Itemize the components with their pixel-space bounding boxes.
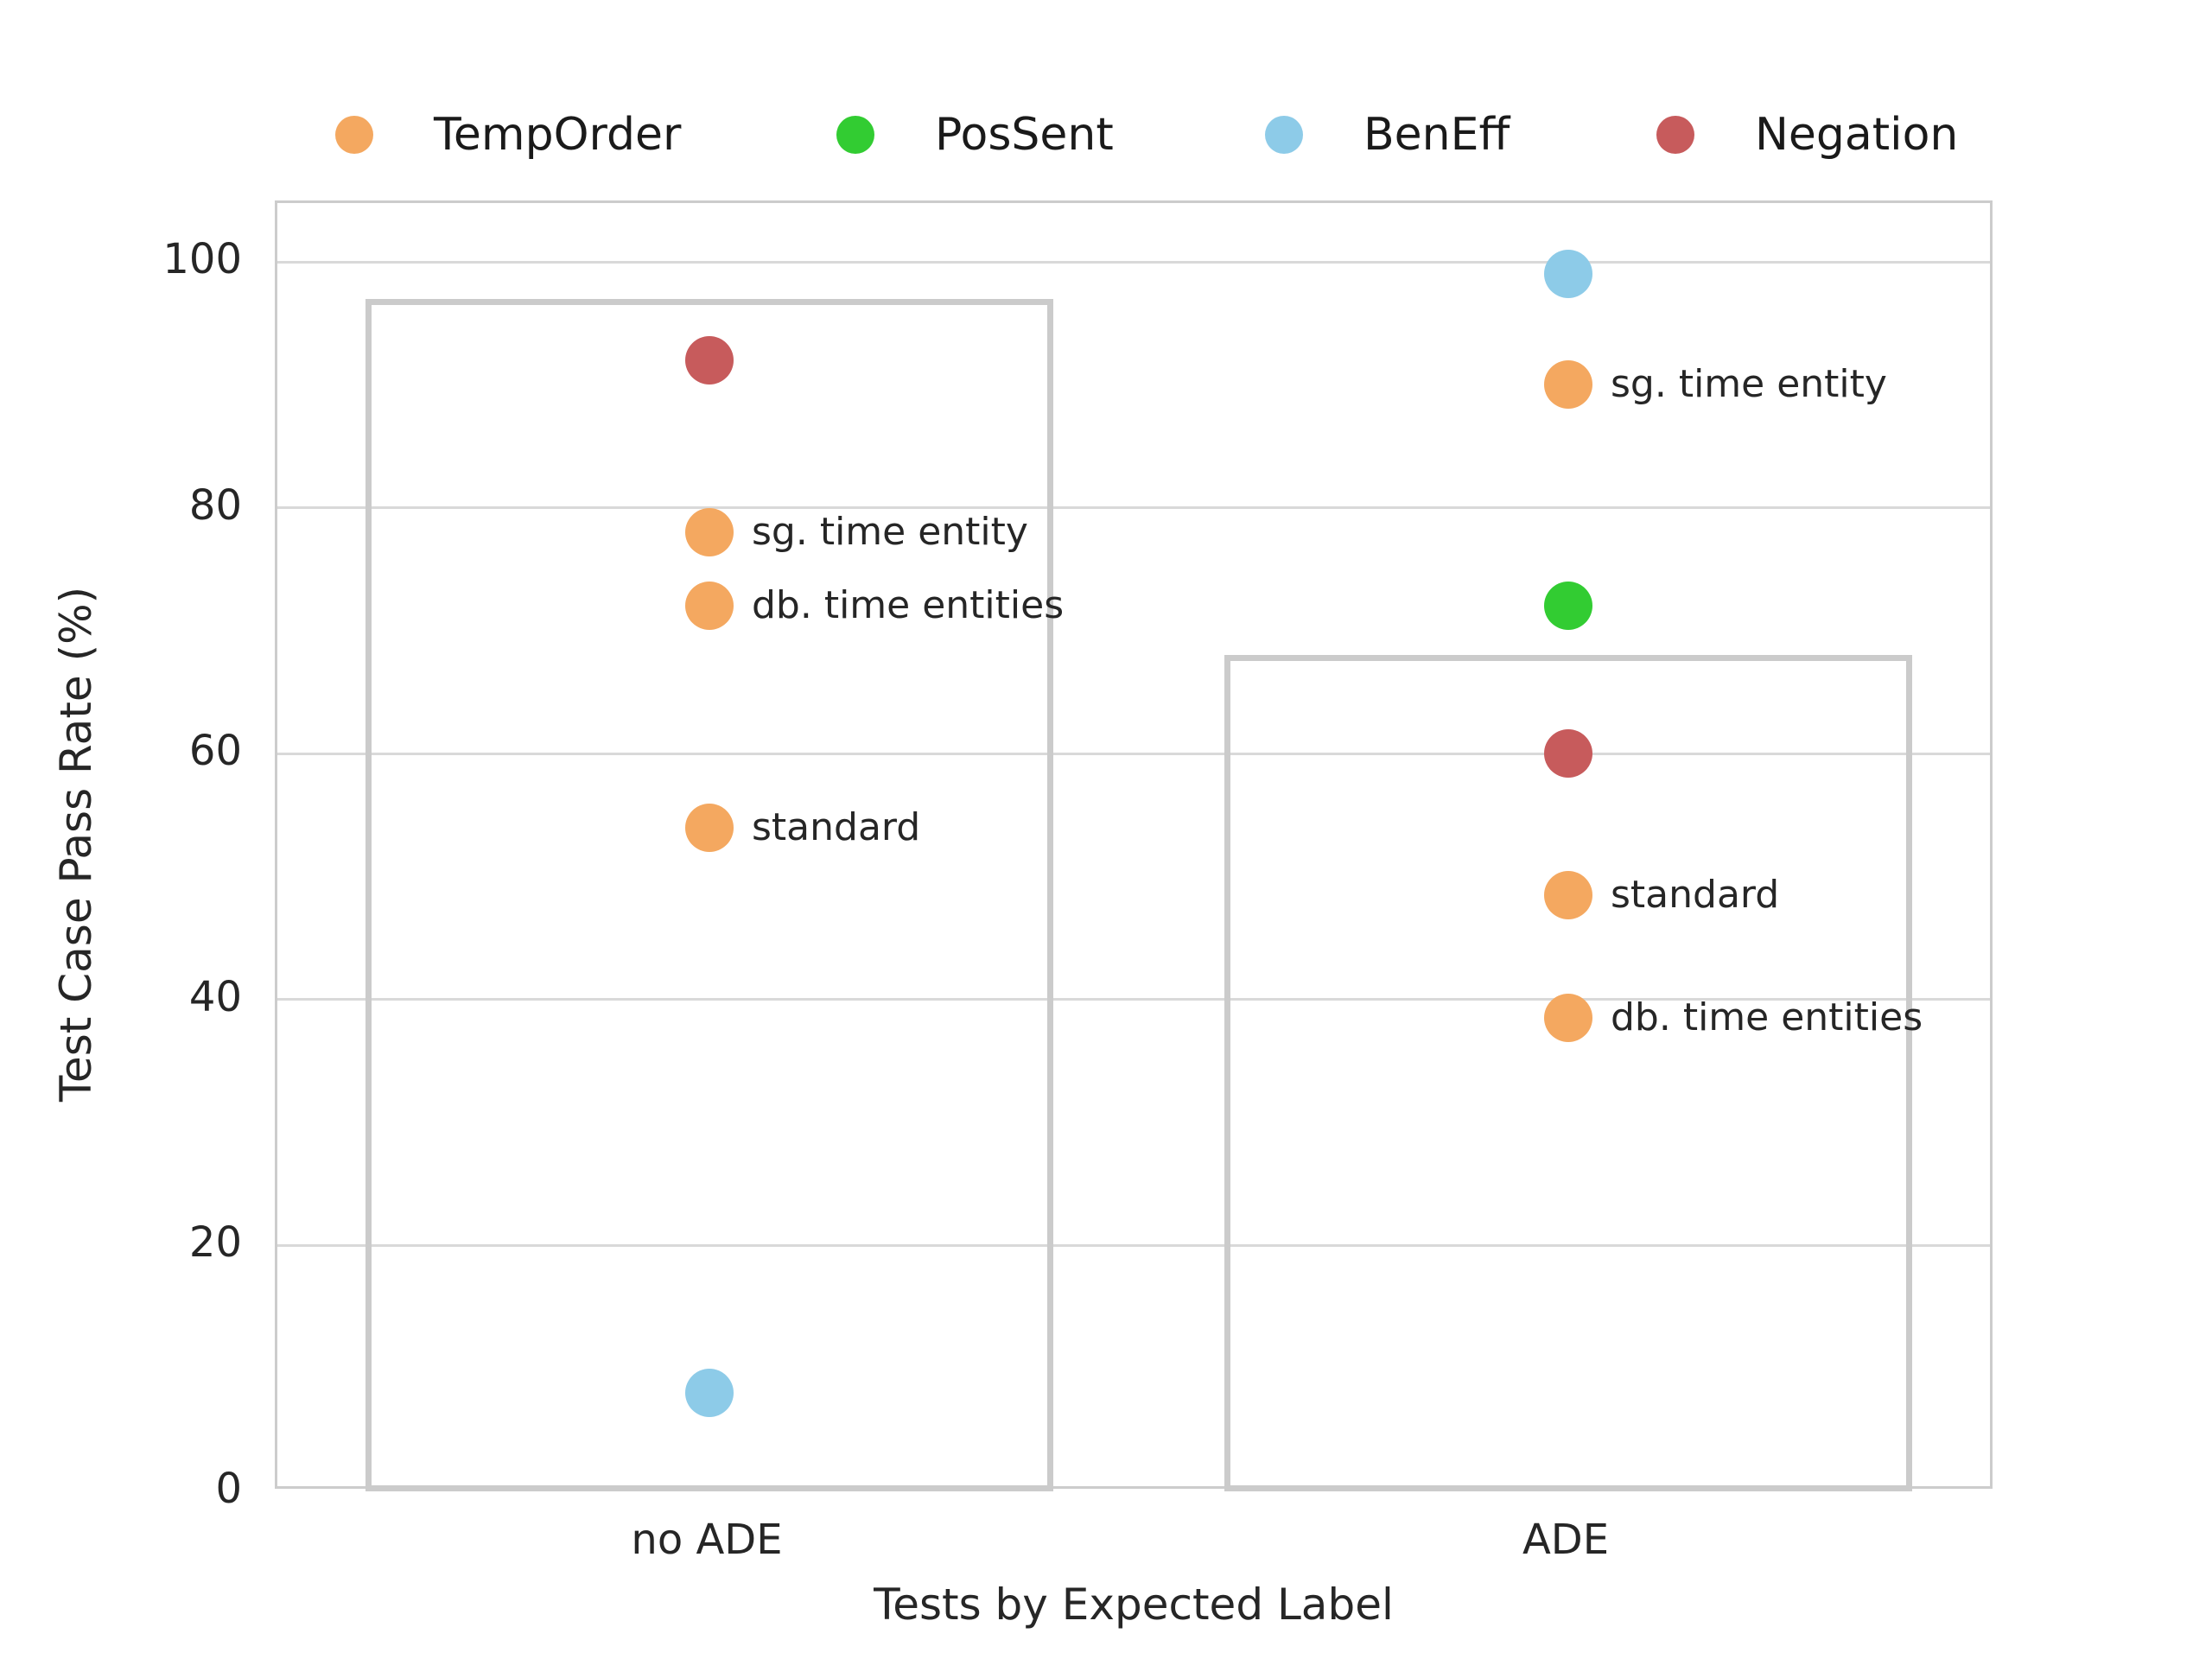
y-tick-label-80: 80 bbox=[188, 480, 242, 530]
y-tick-label-0: 0 bbox=[215, 1465, 242, 1513]
legend-marker-icon bbox=[836, 116, 874, 154]
data-point-negation bbox=[685, 335, 734, 385]
data-point-temporder-standard bbox=[1544, 870, 1592, 919]
legend-item-possent: PosSent bbox=[836, 111, 1114, 159]
y-tick-label-60: 60 bbox=[188, 727, 242, 776]
data-point-temporder-db-time-entities bbox=[685, 582, 734, 631]
y-axis-title: Test Case Pass Rate (%) bbox=[51, 586, 101, 1103]
legend-item-beneff: BenEff bbox=[1265, 111, 1510, 159]
gridline-y-100 bbox=[277, 260, 1990, 264]
plot-area: sg. time entity db. time entities standard… bbox=[275, 200, 1993, 1491]
x-axis-title: Tests by Expected Label bbox=[874, 1580, 1394, 1630]
bar-outline-no-ade bbox=[365, 298, 1053, 1491]
legend-label: BenEff bbox=[1363, 109, 1510, 161]
x-tick-label-ade: ADE bbox=[1522, 1516, 1610, 1564]
data-point-beneff bbox=[1544, 250, 1592, 299]
point-annotation: standard bbox=[1611, 872, 1780, 917]
point-annotation: db. time entities bbox=[752, 583, 1065, 628]
legend-marker-icon bbox=[335, 116, 373, 154]
data-point-temporder-standard bbox=[685, 803, 734, 852]
point-annotation: sg. time entity bbox=[752, 510, 1028, 555]
legend-item-negation: Negation bbox=[1656, 111, 1958, 159]
data-point-temporder-sg-time-entity bbox=[685, 508, 734, 557]
gridline-y-40 bbox=[277, 998, 1990, 1001]
legend-label: PosSent bbox=[935, 109, 1114, 161]
point-annotation: standard bbox=[752, 804, 921, 849]
data-point-beneff bbox=[685, 1369, 734, 1418]
data-point-possent bbox=[1544, 582, 1592, 631]
gridline-y-80 bbox=[277, 506, 1990, 510]
point-annotation: db. time entities bbox=[1611, 995, 1923, 1040]
legend-marker-icon bbox=[1656, 116, 1694, 154]
y-tick-label-20: 20 bbox=[188, 1218, 242, 1268]
data-point-temporder-sg-time-entity bbox=[1544, 360, 1592, 410]
legend-marker-icon bbox=[1265, 116, 1303, 154]
gridline-y-60 bbox=[277, 752, 1990, 755]
legend-label: Negation bbox=[1755, 109, 1959, 161]
y-tick-label-40: 40 bbox=[188, 972, 242, 1021]
point-annotation: sg. time entity bbox=[1611, 362, 1887, 407]
bar-outline-ade bbox=[1224, 655, 1912, 1491]
data-point-negation bbox=[1544, 729, 1592, 779]
gridline-y-20 bbox=[277, 1243, 1990, 1247]
data-point-temporder-db-time-entities bbox=[1544, 994, 1592, 1043]
y-tick-label-100: 100 bbox=[162, 235, 242, 283]
x-tick-label-no-ade: no ADE bbox=[631, 1516, 783, 1564]
legend-item-temporder: TempOrder bbox=[335, 111, 681, 159]
legend-label: TempOrder bbox=[434, 109, 682, 161]
